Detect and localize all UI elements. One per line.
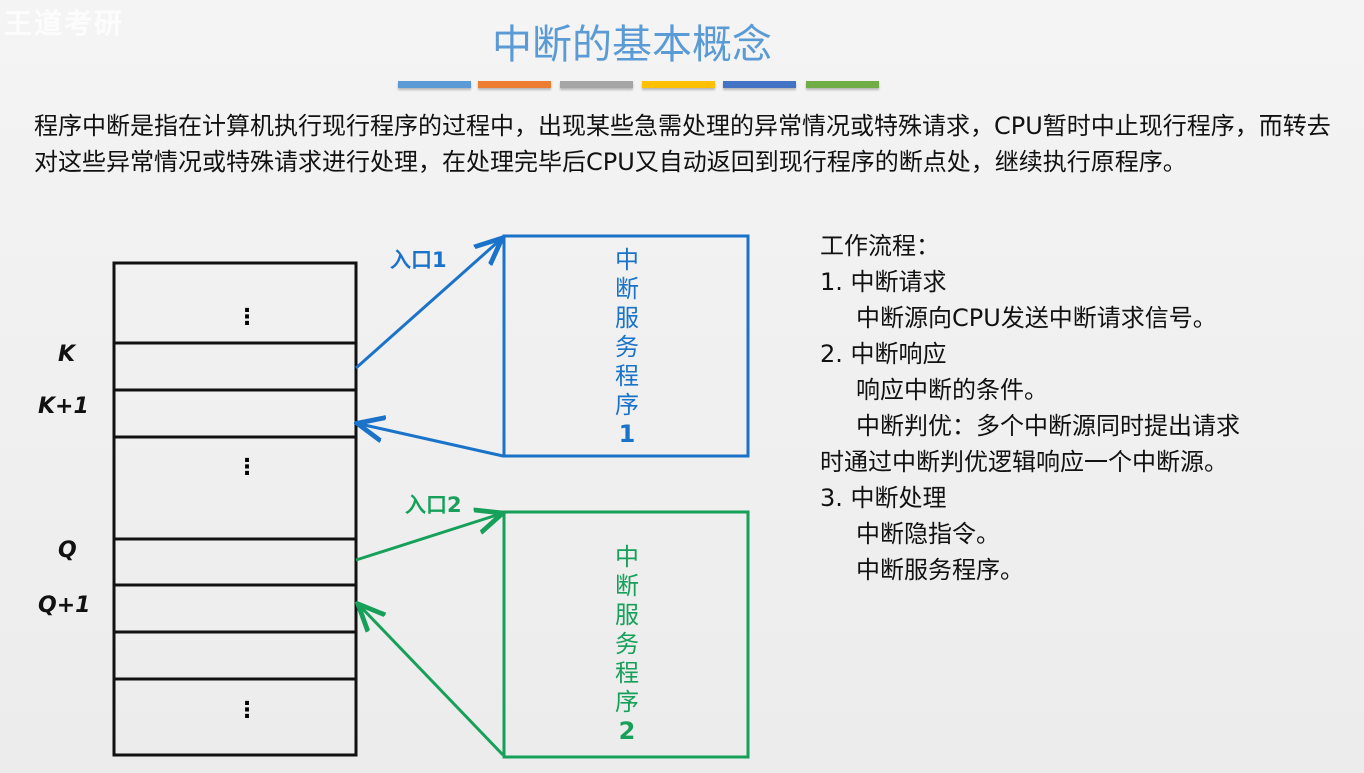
step-2-detail-a: 响应中断的条件。 xyxy=(856,376,1048,404)
isr1-number: 1 xyxy=(618,420,636,448)
step-1-detail: 中断源向CPU发送中断请求信号。 xyxy=(856,304,1217,332)
label-k1: K+1 xyxy=(38,394,89,419)
accent-bar-green xyxy=(806,81,879,88)
label-k: K xyxy=(58,342,76,367)
isr1-char: 中 xyxy=(615,246,639,274)
isr2-char: 程 xyxy=(615,659,639,687)
entry1-label: 入口1 xyxy=(390,248,447,272)
workflow-text: 工作流程： 1. 中断请求 中断源向CPU发送中断请求信号。 2. 中断响应 响… xyxy=(820,228,1360,588)
step-1: 1. 中断请求 xyxy=(820,268,947,296)
step-2: 2. 中断响应 xyxy=(820,340,947,368)
isr1-char: 程 xyxy=(615,362,639,390)
ellipsis-2: ⋮ xyxy=(236,455,258,480)
label-q: Q xyxy=(58,538,77,563)
accent-bar-orange xyxy=(478,81,551,88)
isr2-char: 中 xyxy=(615,543,639,571)
accent-bar-yellow xyxy=(642,81,715,88)
accent-bar-darkblue xyxy=(723,81,796,88)
label-q1: Q+1 xyxy=(38,593,91,618)
entry2-label: 入口2 xyxy=(405,493,462,517)
isr2-char: 断 xyxy=(615,572,639,600)
step-2-detail-b: 中断判优：多个中断源同时提出请求 xyxy=(856,412,1240,440)
isr1-char: 服 xyxy=(615,304,639,332)
isr1-box xyxy=(502,234,750,458)
ellipsis-1: ⋮ xyxy=(236,305,258,330)
arrow-to-entry2 xyxy=(355,514,500,562)
memory-column xyxy=(112,261,358,757)
isr2-number: 2 xyxy=(618,717,636,745)
step-2-detail-c: 时通过中断判优逻辑响应一个中断源。 xyxy=(820,448,1228,476)
step-3: 3. 中断处理 xyxy=(820,484,947,512)
arrow-to-entry1 xyxy=(355,240,500,370)
isr2-char: 序 xyxy=(615,688,639,716)
ellipsis-3: ⋮ xyxy=(236,698,258,723)
step-3-detail-b: 中断服务程序。 xyxy=(856,556,1024,584)
isr2-char: 服 xyxy=(615,601,639,629)
arrow-return-q1 xyxy=(360,606,505,757)
workflow-heading: 工作流程： xyxy=(820,232,940,260)
isr2-box xyxy=(502,510,750,759)
watermark: 王道考研 xyxy=(4,7,125,40)
step-3-detail-a: 中断隐指令。 xyxy=(856,520,1000,548)
accent-bar-blue xyxy=(398,81,471,88)
arrow-return-k1 xyxy=(360,424,504,458)
accent-bar-gray xyxy=(560,81,633,88)
isr1-char: 断 xyxy=(615,275,639,303)
isr2-char: 务 xyxy=(615,630,639,658)
slide-title: 中断的基本概念 xyxy=(492,22,772,68)
isr1-char: 务 xyxy=(615,333,639,361)
isr1-char: 序 xyxy=(615,391,639,419)
definition-paragraph: 程序中断是指在计算机执行现行程序的过程中，出现某些急需处理的异常情况或特殊请求，… xyxy=(34,112,1331,176)
